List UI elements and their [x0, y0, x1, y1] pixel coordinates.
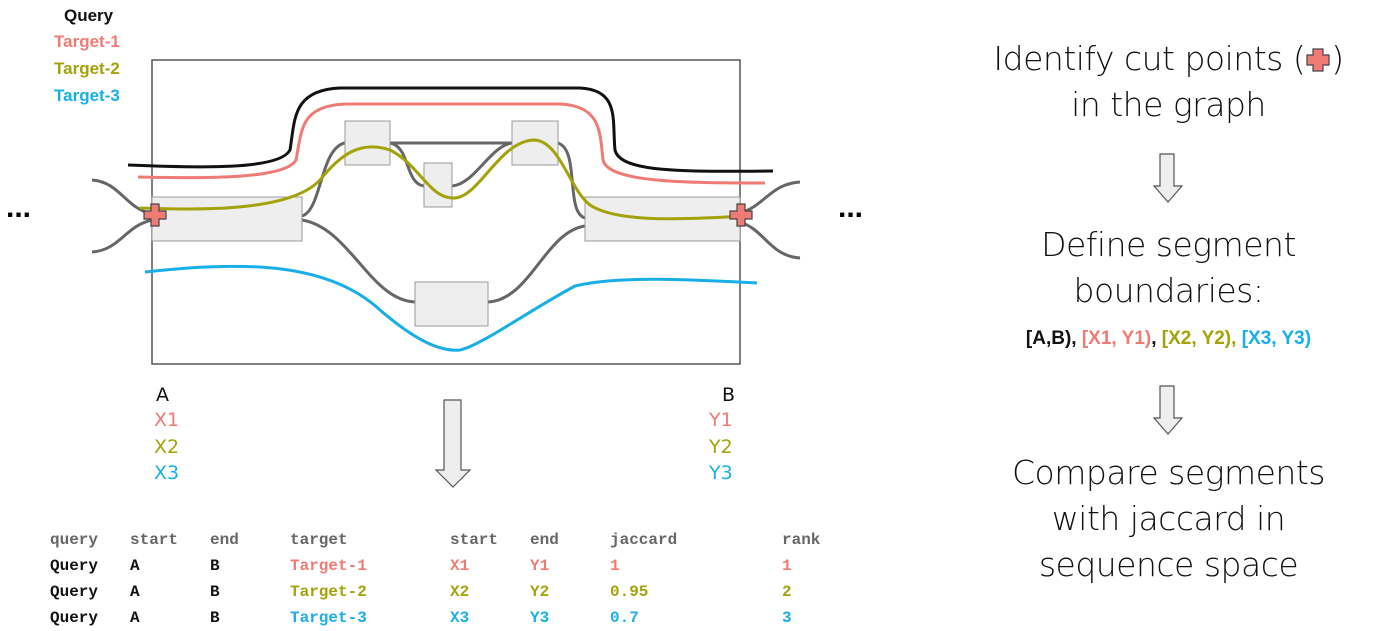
- cell-jaccard: 1: [610, 557, 620, 575]
- step-arrow-1-icon: [1152, 153, 1184, 203]
- cell-target-end: Y3: [530, 609, 550, 627]
- cell-start: A: [130, 557, 140, 575]
- step-compare-line-3: sequence space: [1038, 545, 1299, 584]
- legend-target-1: Target-1: [54, 32, 120, 51]
- node-top-1: [344, 120, 391, 166]
- label-x2: X2: [154, 436, 180, 458]
- label-a: A: [156, 384, 169, 406]
- query-path: [127, 86, 774, 173]
- step-identify-text: Identify cut points (: [993, 39, 1306, 78]
- cut-point-right-icon: [729, 203, 753, 227]
- boundary-sep-2: ,: [1231, 328, 1242, 349]
- cell-target: Target-2: [290, 583, 367, 601]
- step-identify-close: ): [1331, 39, 1344, 78]
- cell-target-end: Y1: [530, 557, 550, 575]
- step-define-line-2: boundaries:: [1073, 271, 1265, 310]
- step-identify-line-1: Identify cut points (): [950, 36, 1387, 82]
- graph-diagram: [91, 59, 801, 488]
- label-y1: Y1: [709, 409, 733, 431]
- boundary-sep-1: ,: [1151, 328, 1162, 349]
- label-b: B: [722, 384, 736, 406]
- cell-target-start: X1: [450, 557, 470, 575]
- legend-query: Query: [64, 6, 114, 25]
- label-y3: Y3: [709, 462, 733, 484]
- cell-target: Target-1: [290, 557, 367, 575]
- cell-target-start: X2: [450, 583, 470, 601]
- cell-rank: 1: [782, 557, 792, 575]
- header-end: end: [210, 531, 239, 549]
- step-define-line-1: Define segment: [1041, 225, 1296, 264]
- step-identify-line-2: in the graph: [1071, 85, 1266, 124]
- boundary-x3-y3: [X3, Y3): [1241, 328, 1312, 349]
- results-table: query start end target start end jaccard…: [50, 527, 842, 631]
- cell-start: A: [130, 583, 140, 601]
- label-x1: X1: [154, 409, 180, 431]
- cut-point-icon: [1306, 48, 1330, 72]
- boundary-x2-y2: [X2, Y2): [1161, 328, 1232, 349]
- legend-target-3: Target-3: [54, 86, 120, 105]
- cell-target-start: X3: [450, 609, 470, 627]
- boundary-x1-y1: [X1, Y1): [1081, 328, 1152, 349]
- step-compare-line-2: with jaccard in: [1051, 499, 1286, 538]
- table-row: Query A B Target-1 X1 Y1 1 1: [50, 553, 842, 579]
- target-3-path: [144, 264, 758, 352]
- step-define: Define segment boundaries:: [950, 222, 1387, 314]
- cell-end: B: [210, 609, 220, 627]
- cell-target: Target-3: [290, 609, 367, 627]
- ellipsis-left: ...: [6, 191, 32, 224]
- label-x3: X3: [154, 462, 180, 484]
- boundary-a-b: [A,B),: [1025, 328, 1082, 349]
- target-2-path: [139, 138, 746, 221]
- table-header-row: query start end target start end jaccard…: [50, 527, 842, 553]
- down-arrow-icon: [434, 399, 472, 488]
- header-target-end: end: [530, 531, 559, 549]
- header-jaccard: jaccard: [610, 531, 678, 549]
- cell-query: Query: [50, 583, 99, 601]
- cell-jaccard: 0.95: [610, 583, 649, 601]
- cell-jaccard: 0.7: [610, 609, 639, 627]
- cell-query: Query: [50, 557, 99, 575]
- cell-end: B: [210, 583, 220, 601]
- step-compare: Compare segments with jaccard in sequenc…: [950, 450, 1387, 588]
- table-row: Query A B Target-2 X2 Y2 0.95 2: [50, 579, 842, 605]
- header-query: query: [50, 531, 99, 549]
- header-rank: rank: [782, 531, 821, 549]
- step-arrow-2-icon: [1152, 385, 1184, 435]
- step-identify: Identify cut points () in the graph: [950, 36, 1387, 128]
- header-target: target: [290, 531, 348, 549]
- header-target-start: start: [450, 531, 499, 549]
- cell-query: Query: [50, 609, 99, 627]
- cell-target-end: Y2: [530, 583, 550, 601]
- node-left: [151, 196, 303, 242]
- label-y2: Y2: [709, 436, 733, 458]
- cell-start: A: [130, 609, 140, 627]
- target-1-path: [137, 102, 766, 185]
- header-start: start: [130, 531, 179, 549]
- cut-point-left-icon: [143, 203, 167, 227]
- legend-target-2: Target-2: [54, 59, 120, 78]
- cell-rank: 3: [782, 609, 792, 627]
- table-row: Query A B Target-3 X3 Y3 0.7 3: [50, 605, 842, 631]
- cell-end: B: [210, 557, 220, 575]
- node-bottom: [414, 281, 489, 327]
- ellipsis-right: ...: [838, 191, 864, 224]
- cell-rank: 2: [782, 583, 792, 601]
- segment-boundaries: [A,B), [X1, Y1), [X2, Y2), [X3, Y3): [950, 328, 1387, 350]
- step-compare-line-1: Compare segments: [1012, 453, 1325, 492]
